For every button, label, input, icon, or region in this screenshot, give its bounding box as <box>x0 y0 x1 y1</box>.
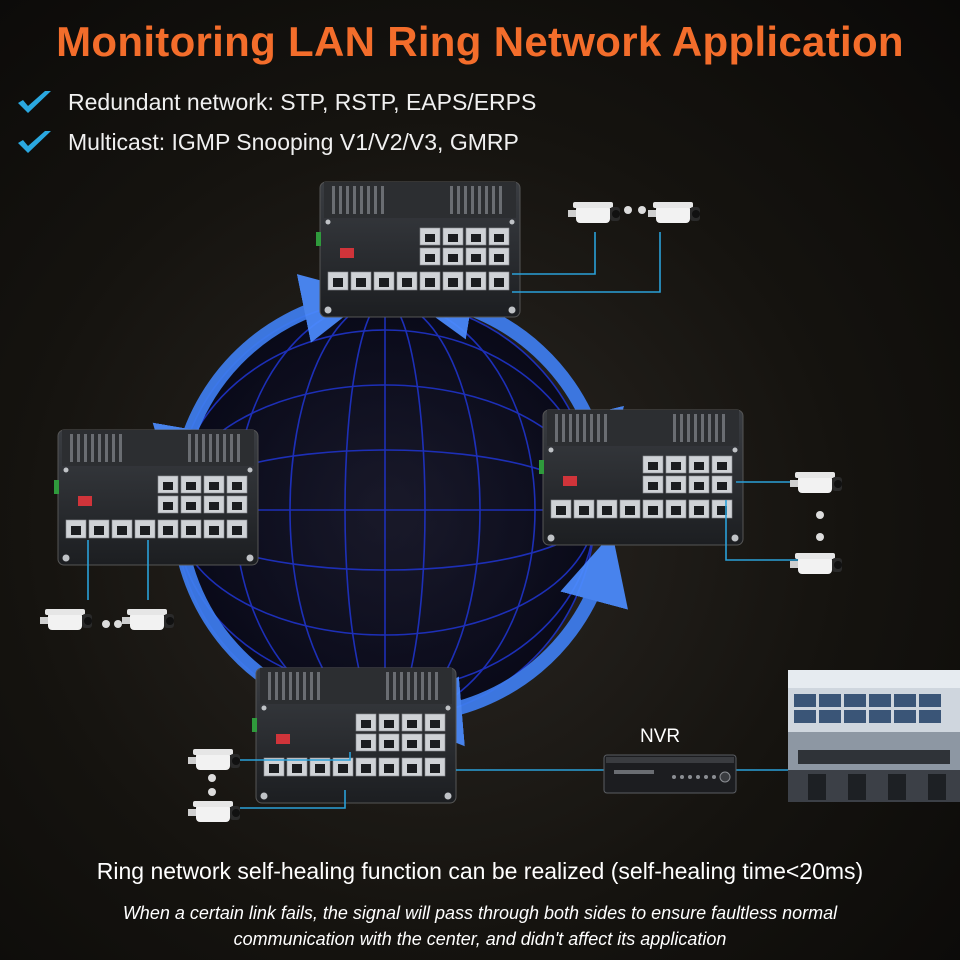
camera-links <box>87 232 800 809</box>
camera-icon <box>122 609 174 630</box>
camera-icon <box>188 749 240 770</box>
page-title: Monitoring LAN Ring Network Application <box>56 18 904 65</box>
monitoring-center-image <box>788 670 960 802</box>
nvr-device <box>603 754 737 794</box>
self-healing-headline: Ring network self-healing function can b… <box>96 858 864 884</box>
feature-multicast: Multicast: IGMP Snooping V1/V2/V3, GMRP <box>14 124 519 160</box>
camera-icon <box>40 609 92 630</box>
ellipsis-dots <box>102 206 824 796</box>
feature-text: Multicast: IGMP Snooping V1/V2/V3, GMRP <box>68 128 519 155</box>
camera-icon <box>790 472 842 493</box>
camera-icon <box>568 202 620 223</box>
switch-top <box>315 181 521 318</box>
camera-icon <box>188 801 240 822</box>
switch-left <box>53 429 259 566</box>
switch-bottom <box>251 667 457 804</box>
nvr-label: NVR <box>640 726 681 747</box>
checkmark-icon <box>18 131 51 153</box>
camera-icon <box>790 553 842 574</box>
checkmark-icon <box>18 91 51 113</box>
switch-right <box>538 409 744 546</box>
camera-icon <box>648 202 700 223</box>
feature-text: Redundant network: STP, RSTP, EAPS/ERPS <box>68 88 537 115</box>
feature-redundant-network: Redundant network: STP, RSTP, EAPS/ERPS <box>14 84 536 120</box>
self-healing-note: When a certain link fails, the signal wi… <box>122 903 838 949</box>
